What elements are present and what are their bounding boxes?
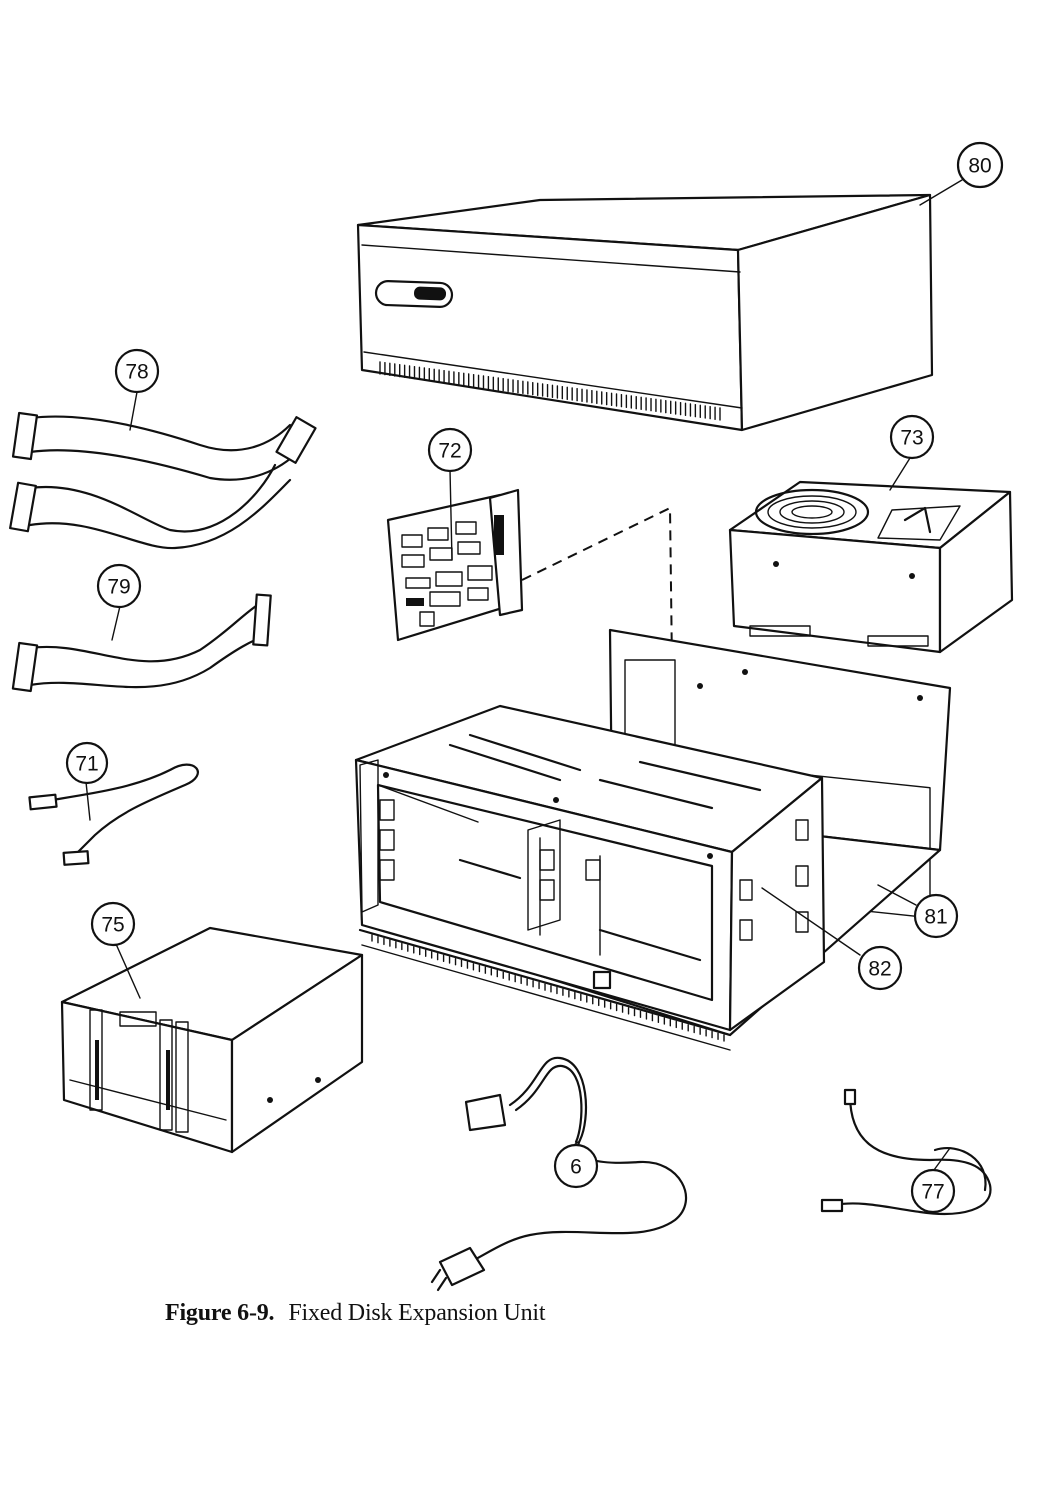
part-80-cover: [356, 193, 934, 432]
part-79-ribbon-cable: [11, 593, 272, 693]
callout-75: 75: [90, 901, 136, 947]
callout-82-label: 82: [868, 958, 891, 981]
part-71-cable: [28, 763, 199, 866]
part-6-power-cord: [430, 1056, 688, 1292]
callout-72-label: 72: [438, 440, 461, 463]
part-75-fixed-disk-drive: [60, 926, 364, 1154]
callout-78-label: 78: [125, 361, 148, 384]
callout-78: 78: [114, 348, 160, 394]
callout-80: 80: [956, 141, 1004, 189]
callout-79: 79: [96, 563, 142, 609]
callout-79-label: 79: [107, 576, 130, 599]
callout-72: 72: [427, 427, 473, 473]
cover-vent-slots: [379, 361, 721, 421]
cage-rail-ticks: [371, 934, 725, 1042]
callout-80-label: 80: [968, 155, 991, 178]
figure-caption: Figure 6-9. Fixed Disk Expansion Unit: [165, 1300, 546, 1327]
part-72-controller-card: [386, 488, 524, 642]
callout-77-label: 77: [921, 1181, 944, 1204]
part-73-power-supply: [728, 480, 1014, 654]
callout-73: 73: [889, 414, 935, 460]
card-insert-guide-line: [521, 506, 673, 666]
callout-73-label: 73: [900, 427, 923, 450]
callout-77: 77: [910, 1168, 956, 1214]
part-78-ribbon-cables: [9, 411, 317, 550]
callout-82: 82: [857, 945, 903, 991]
callout-75-label: 75: [101, 914, 124, 937]
callout-71: 71: [65, 741, 109, 785]
part-77-cable: [820, 1088, 992, 1215]
callout-71-label: 71: [75, 753, 98, 776]
callout-6: 6: [553, 1143, 599, 1189]
leader-lines: [85, 179, 963, 1171]
part-82-disk-cage: [354, 704, 826, 1051]
callout-81-label: 81: [924, 906, 947, 929]
callout-6-label: 6: [570, 1156, 582, 1179]
callout-81: 81: [913, 893, 959, 939]
figure-title: Fixed Disk Expansion Unit: [288, 1300, 546, 1326]
figure-number: Figure 6-9.: [165, 1300, 275, 1326]
